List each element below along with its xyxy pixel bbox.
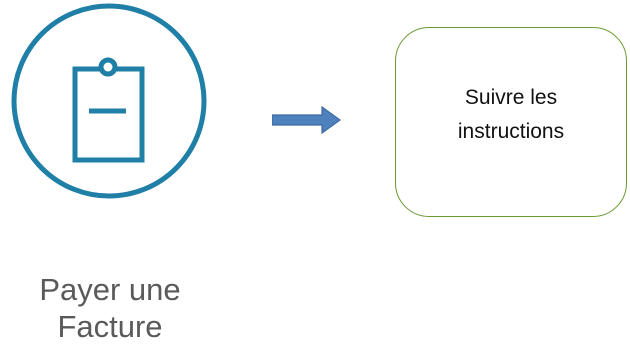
instructions-box: Suivre les instructions	[395, 27, 627, 217]
clipboard-icon	[11, 3, 207, 199]
right-arrow-icon	[272, 106, 342, 134]
bill-label-line2: Facture	[57, 309, 163, 344]
bill-label: Payer une Facture	[0, 271, 220, 345]
bill-label-line1: Payer une	[39, 272, 181, 307]
instructions-line2: instructions	[457, 120, 565, 143]
instructions-text: Suivre les instructions	[396, 81, 626, 149]
instructions-line1: Suivre les	[464, 86, 558, 109]
pay-bill-tile[interactable]: Payer une Facture	[0, 0, 220, 354]
